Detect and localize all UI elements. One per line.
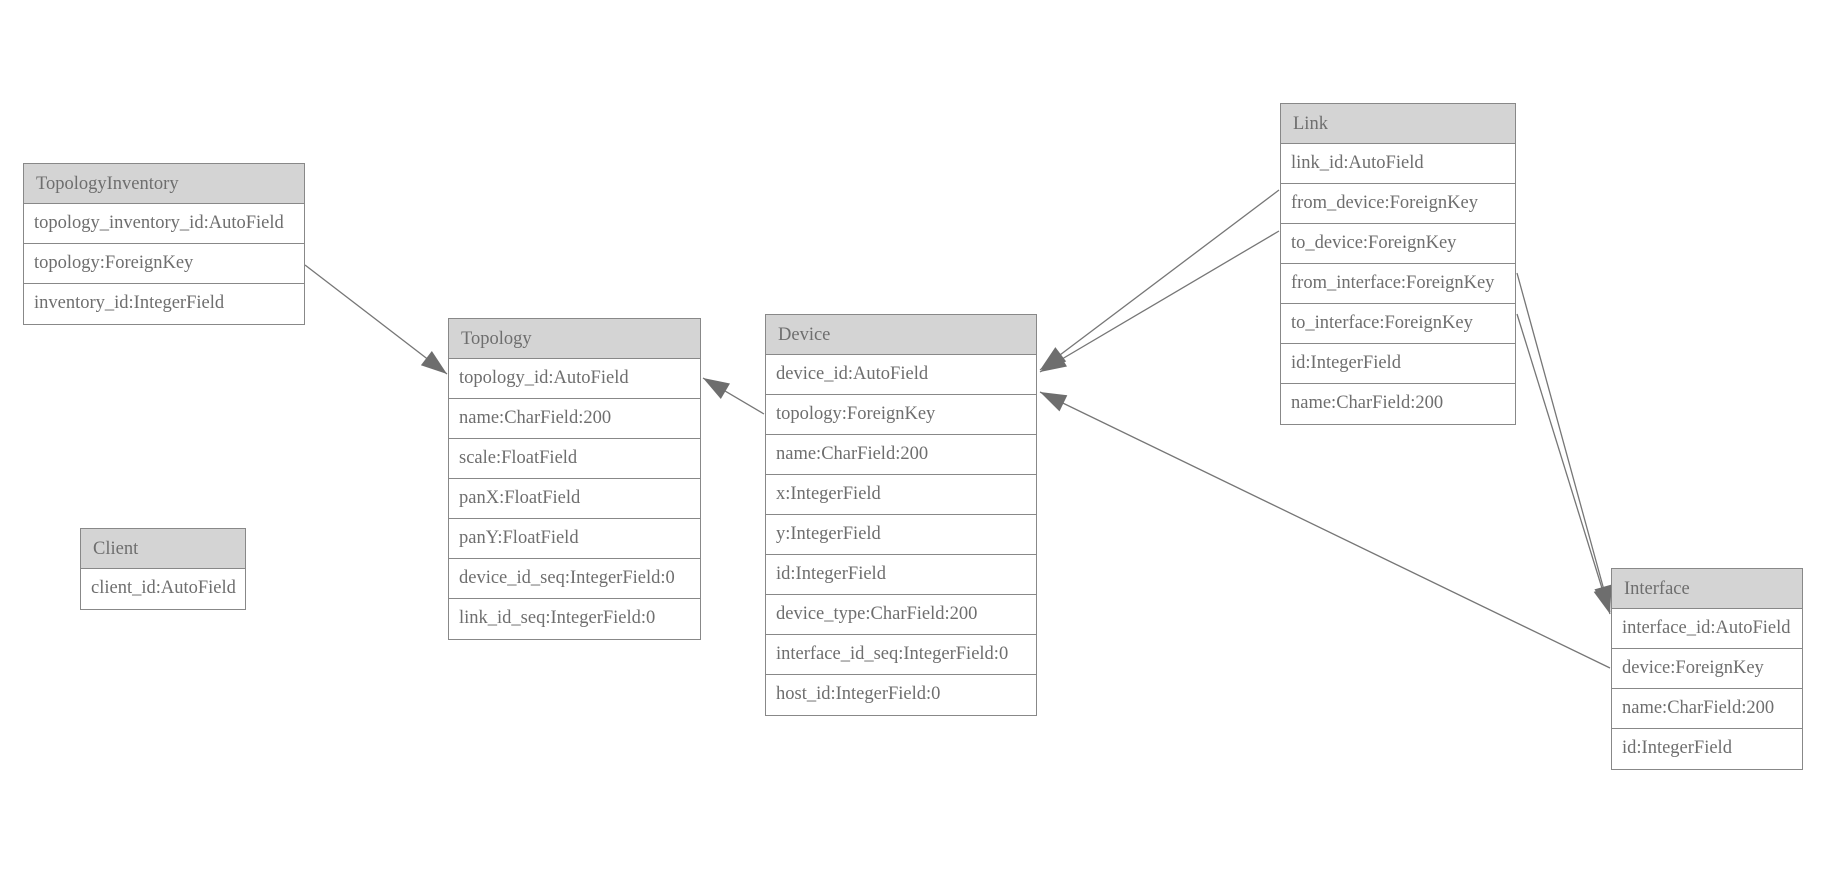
- entity-field: from_interface:ForeignKey: [1281, 264, 1515, 304]
- relationship-line-link-to-device: [1039, 230, 1280, 373]
- entity-field: link_id_seq:IntegerField:0: [449, 599, 700, 639]
- entity-field: device_type:CharField:200: [766, 595, 1036, 635]
- entity-field: topology_inventory_id:AutoField: [24, 204, 304, 244]
- entity-field: host_id:IntegerField:0: [766, 675, 1036, 715]
- entity-field: to_device:ForeignKey: [1281, 224, 1515, 264]
- relationship-line-topologyinventory-topology: [304, 264, 448, 375]
- relationship-line-device-topology: [702, 377, 765, 415]
- entity-title-topology: Topology: [449, 319, 700, 359]
- arrowhead-device-topology: [703, 378, 730, 399]
- relationship-line-link-to-interface: [1516, 313, 1611, 615]
- entity-field: id:IntegerField: [1612, 729, 1802, 769]
- entity-field: inventory_id:IntegerField: [24, 284, 304, 324]
- arrowhead-link-to-device: [1040, 351, 1067, 372]
- entity-field: scale:FloatField: [449, 439, 700, 479]
- entity-title-interface: Interface: [1612, 569, 1802, 609]
- entity-field: from_device:ForeignKey: [1281, 184, 1515, 224]
- entity-field: topology:ForeignKey: [766, 395, 1036, 435]
- entity-field: panX:FloatField: [449, 479, 700, 519]
- entity-field: x:IntegerField: [766, 475, 1036, 515]
- entity-field: name:CharField:200: [1612, 689, 1802, 729]
- entity-field: topology_id:AutoField: [449, 359, 700, 399]
- entity-field: to_interface:ForeignKey: [1281, 304, 1515, 344]
- entity-field: topology:ForeignKey: [24, 244, 304, 284]
- entity-field: id:IntegerField: [766, 555, 1036, 595]
- entity-field-list: client_id:AutoField: [81, 569, 245, 609]
- entity-field: interface_id_seq:IntegerField:0: [766, 635, 1036, 675]
- entity-field: device_id:AutoField: [766, 355, 1036, 395]
- entity-field: client_id:AutoField: [81, 569, 245, 609]
- entity-field: panY:FloatField: [449, 519, 700, 559]
- entity-field: id:IntegerField: [1281, 344, 1515, 384]
- entity-field: name:CharField:200: [449, 399, 700, 439]
- entity-field: interface_id:AutoField: [1612, 609, 1802, 649]
- entity-field: name:CharField:200: [1281, 384, 1515, 424]
- entity-field: y:IntegerField: [766, 515, 1036, 555]
- relationship-line-link-from-device: [1039, 189, 1280, 371]
- arrowhead-interface-device: [1040, 392, 1068, 412]
- entity-field: link_id:AutoField: [1281, 144, 1515, 184]
- entity-field: name:CharField:200: [766, 435, 1036, 475]
- entity-title-link: Link: [1281, 104, 1515, 144]
- relationship-line-interface-device: [1039, 391, 1611, 669]
- arrowhead-link-from-device: [1040, 347, 1067, 370]
- relationship-line-link-from-interface: [1516, 272, 1611, 613]
- entity-field: device_id_seq:IntegerField:0: [449, 559, 700, 599]
- entity-field: device:ForeignKey: [1612, 649, 1802, 689]
- entity-title-topologyinventory: TopologyInventory: [24, 164, 304, 204]
- entity-title-device: Device: [766, 315, 1036, 355]
- entity-title-client: Client: [81, 529, 245, 569]
